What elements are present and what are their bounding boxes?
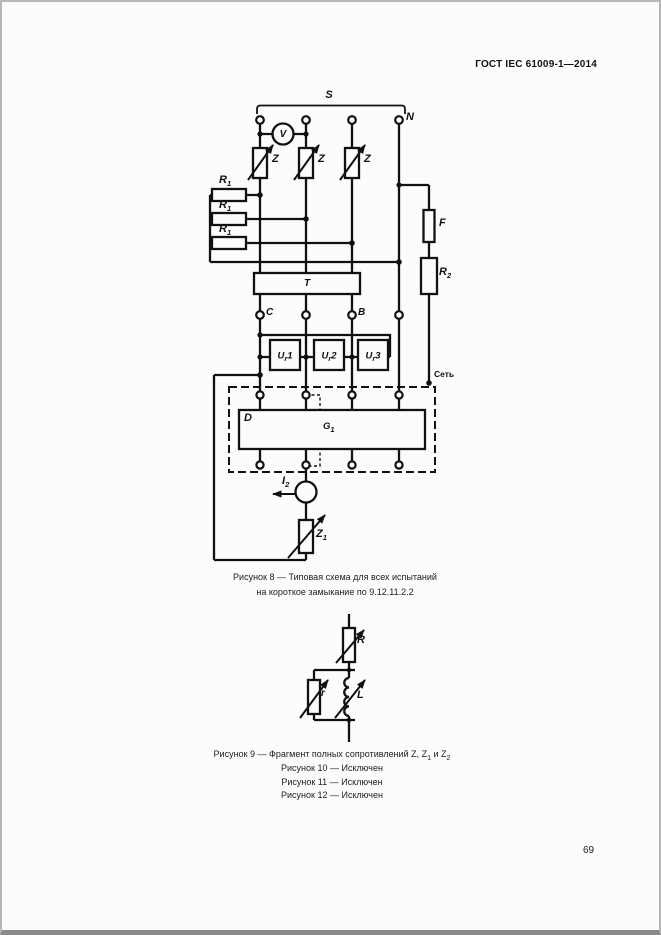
resistor-r1-label-3: R1 [219,223,232,238]
variable-arrows [247,144,366,559]
figure12-excluded-caption: Рисунок 12 — Исключен [281,790,383,800]
resistor-r1-label-1: R1 [219,174,232,189]
fuse-f-box [422,208,436,244]
document-header: ГОСТ IEC 61009-1—2014 [475,59,597,70]
switch-s-label: S [325,89,333,101]
resistor-r1-box-1 [210,187,248,203]
terminals [255,115,404,470]
figure9-junction-dots [346,667,352,723]
switch-s-bracket [256,104,406,114]
impedance-z-label-1: Z [272,153,279,165]
transformer-t-label: T [303,278,311,289]
impedance-z-label-3: Z [364,153,371,165]
resistor-r1-label-2: R1 [219,199,232,214]
u-unit-label-1: Ur1 [277,350,293,364]
terminal-c [255,310,265,320]
figure8-wires [208,104,431,562]
figure8-caption-line1: Рисунок 8 — Типовая схема для всех испыт… [233,572,437,582]
terminal-b-label: B [358,307,366,318]
u-unit-label-2: Ur2 [321,350,337,364]
resistor-r-box [341,626,357,664]
figure10-excluded-caption: Рисунок 10 — Исключен [281,763,383,773]
voltmeter-circle [271,122,295,146]
resistor-r-small-box [306,678,322,716]
mains-junction-dot [426,380,432,386]
u-unit-box-1 [268,338,302,372]
figure9-caption: Рисунок 9 — Фрагмент полных сопротивлени… [213,749,451,762]
device-d-label: D [244,412,252,424]
resistor-r1-box-3 [210,235,248,251]
figure9-components [306,626,357,716]
resistor-r2-label: R2 [439,266,452,281]
u-unit-box-3 [356,338,390,372]
resistor-r2-box [419,256,439,296]
resistor-r-label: R [357,634,365,646]
voltmeter-label: V [279,129,287,140]
terminal-c-label: C [266,307,274,318]
impedance-z-label-2: Z [318,153,325,165]
terminal-b [347,310,357,320]
neutral-n-label: N [406,111,414,123]
dashed-enclosure [228,386,436,473]
device-d-box [237,408,427,451]
mains-label: Сеть [434,369,455,379]
figure8-caption-line2: на короткое замыкание по 9.12.11.2.2 [256,587,414,597]
resistor-r-small-label: r [321,688,325,699]
figure8-components [210,122,439,555]
u-unit-box-2 [312,338,346,372]
current-meter-circle [294,480,318,504]
figure9-variable-arrows [299,629,366,719]
fuse-f-label: F [439,217,446,229]
g1-label: G1 [323,421,335,434]
u-unit-label-3: Ur3 [365,350,381,364]
impedance-z1-label: Z1 [316,528,327,543]
u-row-bracket [260,333,392,357]
transformer-t-box [252,271,362,296]
inductor-l-label: L [357,689,364,701]
figure11-excluded-caption: Рисунок 11 — Исключен [281,777,383,787]
inductor-coil [343,676,350,718]
terminal-n [394,115,404,125]
current-i2-label: I2 [282,475,290,490]
junction-dots [257,131,432,386]
page-number: 69 [583,845,595,856]
resistor-r1-box-2 [210,211,248,227]
